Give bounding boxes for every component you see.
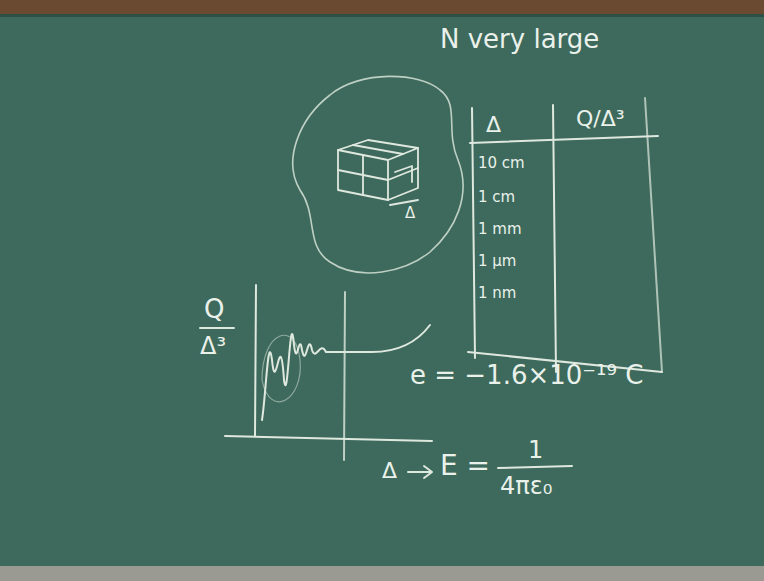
table-cell: 1 nm [478, 286, 516, 301]
table-cell: 1 cm [478, 190, 515, 205]
table-header: Δ [486, 114, 501, 136]
table-cell: 1 μm [478, 254, 516, 269]
density-curve [262, 325, 430, 420]
table-lines [468, 98, 662, 372]
axis-arrow [408, 466, 432, 478]
graph-axes [225, 285, 432, 460]
formula: E = [440, 452, 490, 480]
chalk-tray [0, 566, 764, 581]
noise-circle [262, 335, 300, 401]
formula: 4πε₀ [500, 474, 552, 498]
charge-blob-outline [293, 76, 463, 273]
dimension-label: Δ [405, 206, 415, 221]
axis-label: Δ [382, 460, 397, 482]
table-cell: 1 mm [478, 222, 522, 237]
formula: 1 [528, 438, 543, 462]
axis-label: Q [204, 296, 224, 322]
fraction-bar [498, 466, 572, 468]
board-edge [0, 14, 764, 17]
fraction-bar [200, 327, 234, 329]
board-note: N very large [440, 26, 599, 52]
constant-note: e = −1.6×10⁻¹⁹ C [410, 362, 643, 388]
table-cell: 10 cm [478, 156, 525, 171]
board-frame [0, 0, 764, 14]
cube-stack [338, 140, 418, 205]
table-header: Q/Δ³ [576, 108, 625, 130]
axis-label: Δ³ [200, 334, 226, 358]
